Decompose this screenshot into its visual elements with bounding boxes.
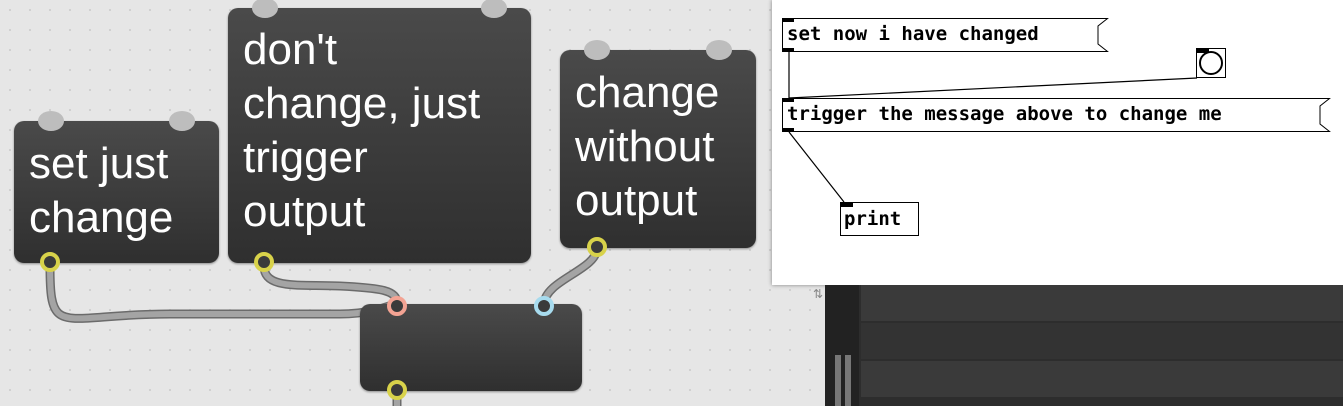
mixer-track-row: [861, 361, 1343, 397]
inlet-nub: [252, 0, 278, 18]
message-dont-change-trigger[interactable]: don't change, just trigger output: [228, 0, 531, 272]
right-inlet[interactable]: [534, 296, 554, 316]
pd-inlet[interactable]: [782, 98, 794, 102]
inlet-nub: [38, 111, 64, 131]
mixer-channel-column: [825, 285, 859, 406]
resize-indicator-icon: ⇅: [813, 287, 824, 301]
message-label: set just change: [29, 139, 174, 242]
object-label: print: [844, 208, 902, 230]
pd-outlet[interactable]: [782, 48, 794, 52]
inlet-nub: [584, 40, 610, 60]
outlet-port[interactable]: [254, 252, 274, 272]
level-meter: [835, 355, 841, 406]
cord-set-just-change: [45, 261, 402, 323]
pd-print-object[interactable]: print: [840, 202, 919, 236]
message-label: change without output: [575, 68, 720, 225]
message-label: don't change, just trigger output: [243, 25, 481, 236]
pd-bang[interactable]: [1196, 48, 1226, 78]
left-inlet[interactable]: [387, 296, 407, 316]
outlet-port[interactable]: [587, 237, 607, 257]
pd-inlet[interactable]: [1197, 49, 1209, 53]
bang-circle-icon: [1199, 51, 1223, 75]
pd-connections: [788, 52, 1198, 203]
level-meter: [845, 355, 851, 406]
mixer-track-row: [861, 285, 1343, 321]
message-label: set now i have changed: [787, 23, 1039, 45]
message-change-without-output[interactable]: change without output: [560, 40, 756, 257]
pd-inlet[interactable]: [841, 203, 853, 207]
pd-set-message[interactable]: set now i have changed: [782, 18, 1109, 52]
pd-inlet[interactable]: [782, 18, 794, 22]
inlet-nub: [706, 40, 732, 60]
message-label: trigger the message above to change me: [787, 103, 1222, 125]
pd-outlet[interactable]: [782, 128, 794, 132]
outlet-port[interactable]: [387, 380, 407, 400]
pd-trigger-message[interactable]: trigger the message above to change me: [782, 98, 1331, 132]
pd-patch-window: set now i have changed trigger the messa…: [772, 0, 1343, 285]
inlet-nub: [481, 0, 507, 18]
outlet-port[interactable]: [40, 252, 60, 272]
inlet-nub: [169, 111, 195, 131]
message-set-just-change[interactable]: set just change: [14, 111, 219, 272]
mixer-panel: [825, 285, 1343, 406]
mixer-track-row: [861, 323, 1343, 359]
target-message-box[interactable]: [360, 296, 582, 400]
